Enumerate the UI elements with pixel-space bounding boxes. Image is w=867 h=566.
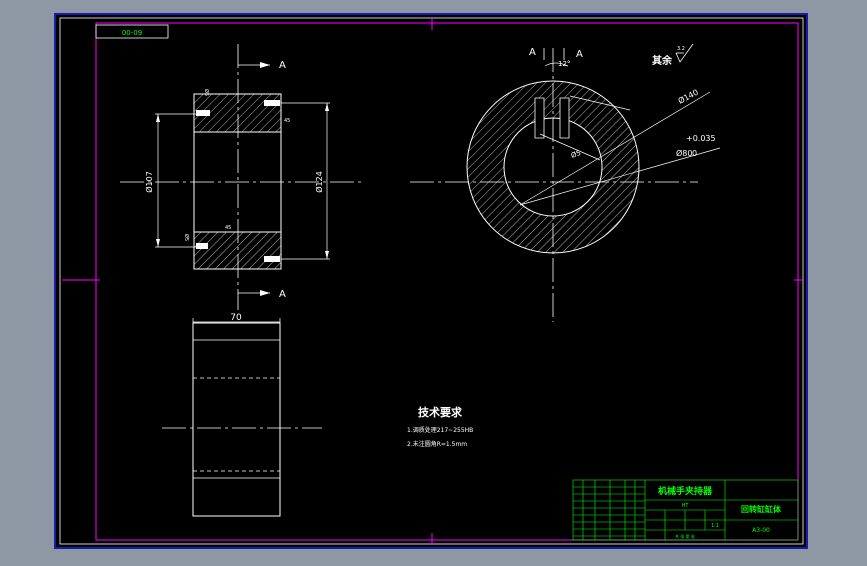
leader-bore-dia <box>519 147 721 206</box>
code-box <box>95 24 169 39</box>
section-view: A A Ø107 Ø124 45 45 Ø5 Ø5 <box>120 44 365 310</box>
dim-bore-dia: Ø80 <box>676 148 692 158</box>
code-box-text: 00-09 <box>122 29 142 37</box>
title-block-drawing-no: A3-00 <box>752 527 770 534</box>
leader-hole <box>539 133 601 161</box>
section-hole-4 <box>264 256 280 262</box>
circ-section-label-left: A <box>529 47 536 58</box>
circ-section-label-right: A <box>576 49 583 60</box>
title-block-scale: 1:1 <box>711 523 719 529</box>
dim-angle: 12° <box>558 60 570 68</box>
dim-width: 70 <box>230 313 242 323</box>
dim-bore-tol-upper: +0.035 <box>686 134 716 143</box>
section-hole-1 <box>196 110 210 116</box>
section-label-bottom: A <box>279 289 286 300</box>
dim-small-2: 45 <box>225 225 231 231</box>
slot-left <box>534 97 545 139</box>
roughness-label: 其余 <box>652 54 673 67</box>
viewport-frame <box>54 13 808 549</box>
title-block-project: 机械手夹持器 <box>658 485 713 497</box>
dim-small-1: 45 <box>284 118 290 124</box>
tech-req-item-1: 1.调质处理217~255HB <box>407 426 473 434</box>
slot-right <box>559 97 570 139</box>
dim-small-4: Ø5 <box>183 234 190 241</box>
section-arrow-top <box>260 62 270 68</box>
top-view-outline <box>192 322 281 517</box>
dim-right-dia: Ø124 <box>314 171 324 193</box>
section-label-top: A <box>279 60 286 71</box>
title-block <box>572 479 799 541</box>
title-block-part-name: 回转缸缸体 <box>741 504 782 514</box>
dim-hole: Ø5 <box>570 149 582 160</box>
section-hole-3 <box>196 243 208 249</box>
sheet-inner-frame <box>95 22 799 541</box>
roughness-symbol-icon <box>675 43 694 63</box>
top-view: 70 <box>162 313 322 517</box>
section-arrow-bottom <box>260 290 270 296</box>
dim-left-dia: Ø107 <box>144 171 154 193</box>
tech-req-title: 技术要求 <box>418 405 463 419</box>
leader-outer-dia <box>519 91 711 206</box>
dim-small-3: Ø5 <box>203 89 210 96</box>
title-block-material: HT <box>682 503 690 509</box>
section-hatch-bottom <box>193 231 282 270</box>
section-hole-2 <box>264 100 280 106</box>
roughness-value: 3.2 <box>677 46 685 52</box>
centering-marks <box>62 18 803 544</box>
tech-req-item-2: 2.未注圆角R=1.5mm <box>407 440 467 448</box>
title-block-sheet-info: 共 张 第 张 <box>675 533 695 539</box>
section-outline <box>193 93 282 270</box>
dim-bore-tol-lower: 0 <box>692 149 697 158</box>
